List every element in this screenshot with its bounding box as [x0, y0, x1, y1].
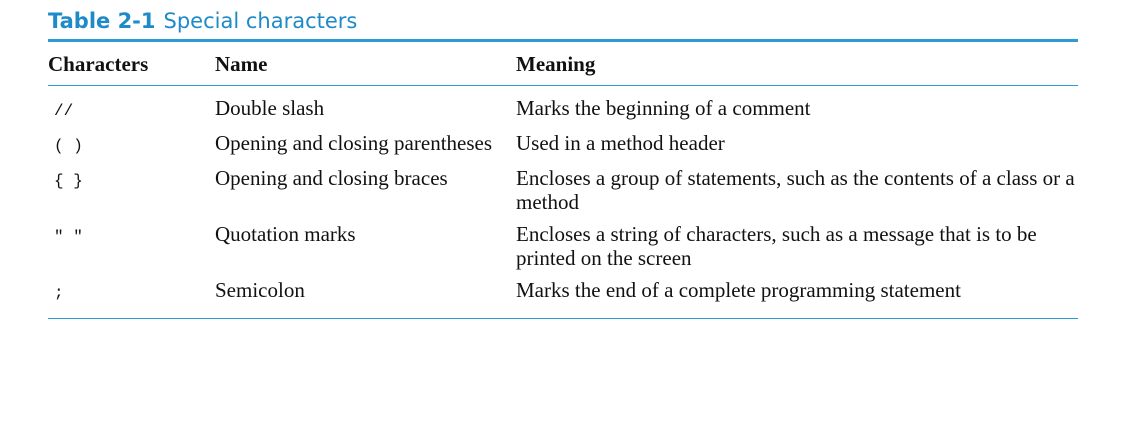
cell-meaning: Used in a method header: [516, 131, 725, 155]
header-characters: Characters: [48, 52, 149, 76]
table-row: // Double slash Marks the beginning of a…: [48, 86, 1078, 131]
table-caption: Table 2-1 Special characters: [48, 6, 1078, 36]
cell-characters: //: [54, 102, 74, 120]
cell-name: Semicolon: [215, 278, 305, 302]
cell-meaning: Marks the end of a complete programming …: [516, 278, 961, 302]
cell-characters: ( ): [54, 137, 83, 155]
special-characters-table-body: // Double slash Marks the beginning of a…: [48, 86, 1078, 318]
bottom-rule: [48, 318, 1078, 319]
cell-meaning: Encloses a string of characters, such as…: [516, 222, 1037, 270]
cell-characters: " ": [54, 228, 83, 246]
cell-name: Opening and closing parentheses: [215, 131, 493, 155]
cell-name: Quotation marks: [215, 222, 356, 246]
special-characters-table: Characters Name Meaning: [48, 42, 1078, 85]
header-meaning: Meaning: [516, 52, 596, 76]
header-rule: [48, 85, 1078, 86]
table-caption-label: Table 2-1: [48, 9, 156, 33]
cell-characters: { }: [54, 172, 83, 190]
table-row: ( ) Opening and closing parentheses Used…: [48, 131, 1078, 166]
table-row: " " Quotation marks Encloses a string of…: [48, 222, 1078, 278]
table-row: { } Opening and closing braces Encloses …: [48, 166, 1078, 222]
header-row: Characters Name Meaning: [48, 42, 1078, 85]
cell-characters: ;: [54, 284, 64, 302]
cell-meaning: Encloses a group of statements, such as …: [516, 166, 1075, 214]
table-figure: Table 2-1 Special characters Characters N…: [48, 0, 1078, 319]
cell-meaning: Marks the beginning of a comment: [516, 96, 811, 120]
table-row: ; Semicolon Marks the end of a complete …: [48, 278, 1078, 318]
header-name: Name: [215, 52, 268, 76]
cell-name: Opening and closing braces: [215, 166, 448, 190]
cell-name: Double slash: [215, 96, 325, 120]
table-caption-title: Special characters: [163, 9, 358, 33]
top-rule: [48, 39, 1078, 42]
